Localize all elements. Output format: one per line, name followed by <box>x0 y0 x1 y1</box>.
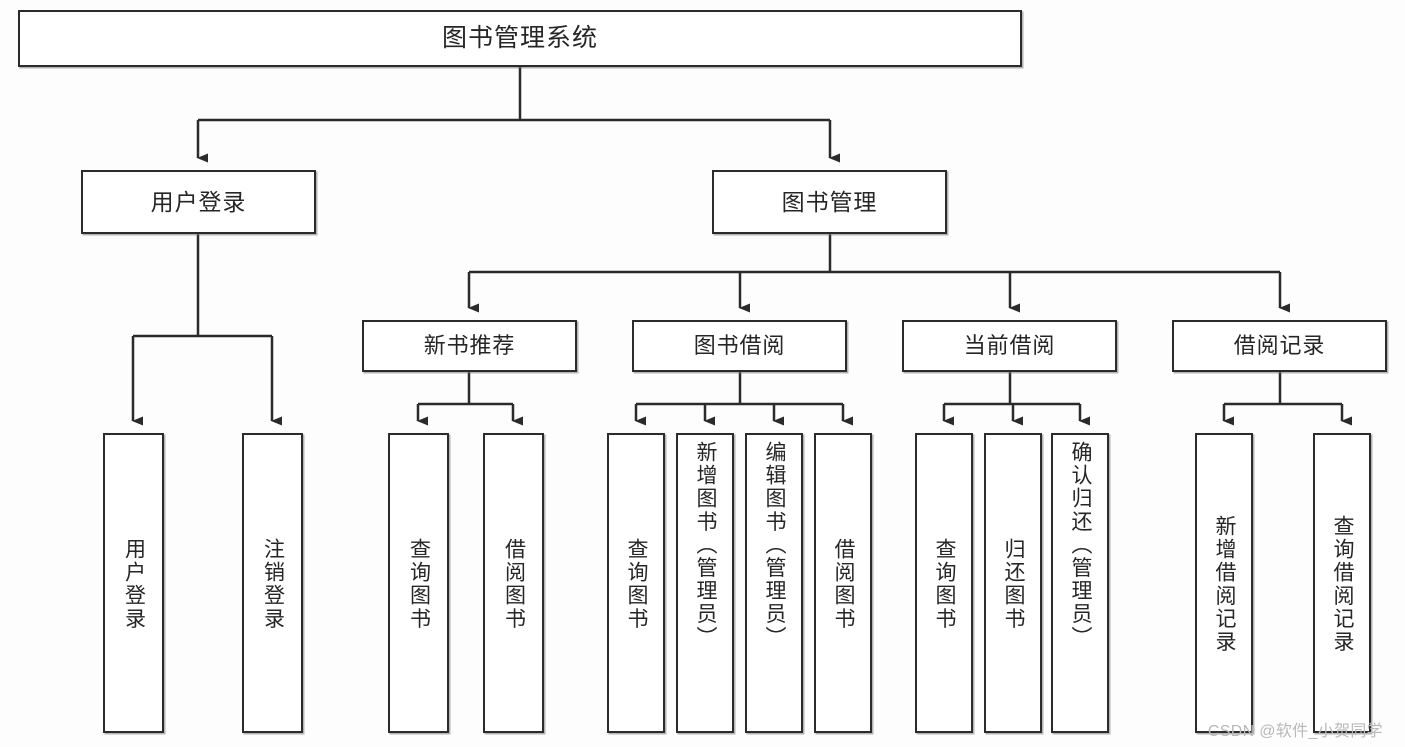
leaf-query-borrow-record[interactable]: 查询借阅记录 <box>1313 433 1371 733</box>
leaf-return-book[interactable]: 归还图书 <box>984 433 1042 733</box>
node-label: 当前借阅 <box>963 333 1056 359</box>
leaf-query-book-newbook[interactable]: 查询图书 <box>388 433 449 733</box>
node-current-borrowing[interactable]: 当前借阅 <box>902 320 1117 372</box>
leaf-borrow-book-newbook[interactable]: 借阅图书 <box>483 433 544 733</box>
node-label: 图书管理系统 <box>441 24 598 53</box>
leaf-edit-book-admin[interactable]: 编辑图书（管理员） <box>745 433 803 733</box>
leaf-user-login[interactable]: 用户登录 <box>103 433 164 733</box>
node-borrowing-record[interactable]: 借阅记录 <box>1172 320 1387 372</box>
node-label: 归还图书 <box>1002 537 1026 631</box>
node-label: 图书管理 <box>781 188 878 215</box>
leaf-query-book-current[interactable]: 查询图书 <box>915 433 973 733</box>
connectors-user-login <box>131 234 282 426</box>
node-label: 查询图书 <box>933 537 957 631</box>
node-label: 借阅图书 <box>832 537 856 631</box>
node-label: 借阅记录 <box>1233 333 1326 359</box>
node-book-borrowing[interactable]: 图书借阅 <box>632 320 847 372</box>
leaf-add-borrow-record[interactable]: 新增借阅记录 <box>1195 433 1253 733</box>
node-label: 确认归还（管理员） <box>1069 441 1093 649</box>
node-new-book-recommendation[interactable]: 新书推荐 <box>362 320 577 372</box>
leaf-confirm-return-admin[interactable]: 确认归还（管理员） <box>1051 433 1109 733</box>
node-label: 新增借阅记录 <box>1213 514 1237 654</box>
node-label: 查询图书 <box>407 537 431 631</box>
leaf-add-book-admin[interactable]: 新增图书（管理员） <box>676 433 734 733</box>
node-label: 用户登录 <box>150 188 247 215</box>
leaf-query-book-borrowing[interactable]: 查询图书 <box>607 433 665 733</box>
node-label: 图书借阅 <box>693 333 786 359</box>
connectors-borrow <box>634 372 853 426</box>
node-user-login[interactable]: 用户登录 <box>81 170 316 234</box>
connectors-book-manage <box>467 234 1290 313</box>
node-book-management[interactable]: 图书管理 <box>712 170 947 234</box>
leaf-borrow-book-borrowing[interactable]: 借阅图书 <box>814 433 872 733</box>
connectors-root <box>196 67 840 163</box>
connectors-borrow-record <box>1222 372 1352 426</box>
connectors-current-borrow <box>942 372 1090 426</box>
node-label: 编辑图书（管理员） <box>763 441 787 649</box>
node-label: 注销登录 <box>261 537 285 631</box>
node-label: 用户登录 <box>122 537 146 631</box>
node-root-book-management-system[interactable]: 图书管理系统 <box>18 10 1022 67</box>
node-label: 查询借阅记录 <box>1331 514 1355 654</box>
node-label: 新增图书（管理员） <box>694 441 718 649</box>
leaf-logout[interactable]: 注销登录 <box>242 433 303 733</box>
connectors-new-book <box>416 372 523 426</box>
node-label: 查询图书 <box>625 537 649 631</box>
node-label: 新书推荐 <box>423 333 516 359</box>
node-label: 借阅图书 <box>502 537 526 631</box>
